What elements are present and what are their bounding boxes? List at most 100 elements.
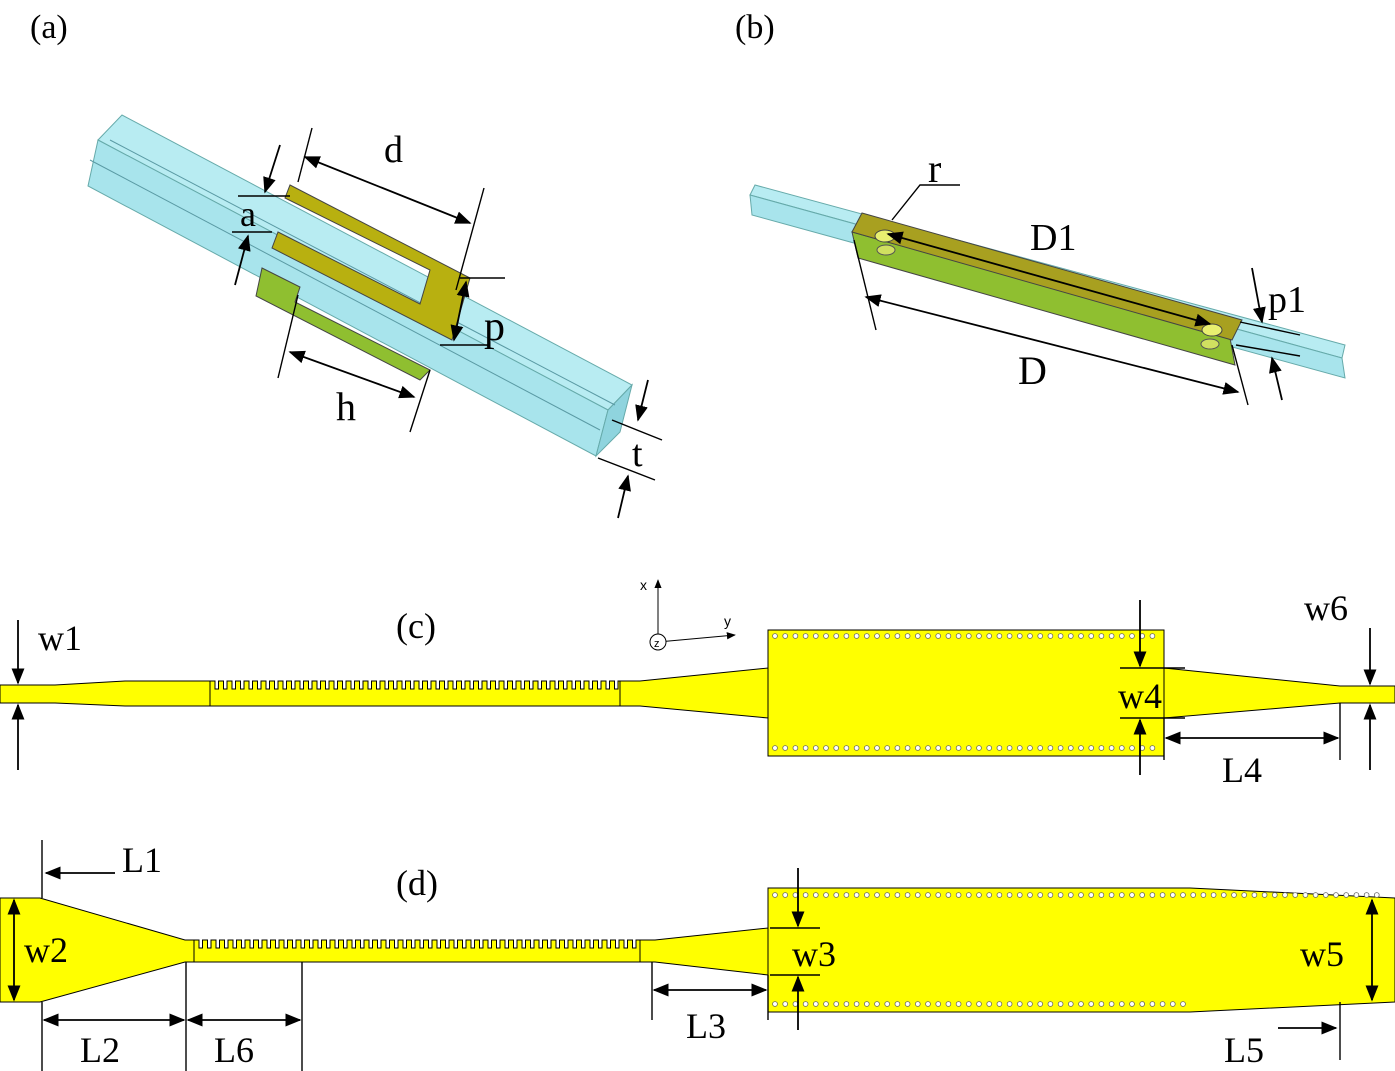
vias-c <box>772 633 1156 751</box>
axis-z-label: z <box>654 638 660 650</box>
via-hole <box>1006 892 1013 898</box>
via-hole <box>904 1001 911 1007</box>
via-hole <box>884 633 890 639</box>
via-hole <box>1037 892 1043 898</box>
via-hole <box>996 745 1003 751</box>
via-hole <box>1149 745 1156 751</box>
via-hole <box>1078 745 1084 751</box>
via-hole <box>904 633 911 639</box>
via-hole <box>945 745 952 751</box>
via-hole <box>812 633 819 639</box>
via-hole <box>945 1001 952 1007</box>
via-hole <box>996 1001 1003 1007</box>
via-hole <box>1098 633 1105 639</box>
via-hole <box>1343 892 1349 898</box>
via-hole <box>1159 892 1166 898</box>
panel-c: (c) x y z w1 w4 w6 <box>0 577 1395 790</box>
dim-r: r <box>928 146 941 191</box>
via-hole <box>1057 892 1064 898</box>
via-hole <box>853 892 860 898</box>
via-hole <box>843 892 850 898</box>
via-hole <box>925 892 931 898</box>
via-hole <box>884 892 890 898</box>
via-hole <box>1170 1001 1176 1007</box>
via-hole <box>925 633 931 639</box>
via-hole <box>1037 1001 1043 1007</box>
via-hole <box>1047 633 1054 639</box>
via-hole <box>904 745 911 751</box>
dim-t: t <box>632 433 643 475</box>
via-hole <box>1037 633 1043 639</box>
via-hole <box>935 745 941 751</box>
vias-d <box>772 892 1380 1007</box>
via-hole <box>914 745 921 751</box>
via-hole <box>1221 892 1227 898</box>
via-hole <box>823 892 829 898</box>
taper-right-c <box>1163 667 1395 719</box>
via-hole <box>1108 745 1115 751</box>
dim-L1: L1 <box>122 840 162 880</box>
via-hole <box>914 1001 921 1007</box>
via-hole <box>955 633 962 639</box>
via-hole <box>1006 745 1013 751</box>
via-hole <box>935 633 941 639</box>
via-hole <box>1272 892 1278 898</box>
via-hole <box>1119 633 1125 639</box>
via-hole <box>1078 1001 1084 1007</box>
via-hole <box>914 892 921 898</box>
dim-D1: D1 <box>1030 217 1076 259</box>
dim-p1: p1 <box>1268 279 1306 321</box>
via-hole <box>996 892 1003 898</box>
via-hole <box>1363 892 1370 898</box>
via-hole <box>772 1001 778 1007</box>
via-hole <box>1027 633 1033 639</box>
via-hole <box>1241 892 1247 898</box>
via-hole <box>894 745 901 751</box>
via-hole <box>1129 745 1135 751</box>
via-hole <box>1261 892 1268 898</box>
via-hole <box>894 633 901 639</box>
via-hole <box>1027 745 1033 751</box>
taper-c <box>619 667 769 719</box>
via-hole <box>1016 633 1023 639</box>
via-hole <box>1119 892 1125 898</box>
via-hole <box>1282 892 1288 898</box>
via-hole <box>1057 633 1064 639</box>
dim-w6: w6 <box>1304 588 1348 628</box>
via-hole <box>1006 633 1013 639</box>
dim-L2: L2 <box>80 1030 120 1070</box>
via-hole <box>1098 1001 1105 1007</box>
via-hole <box>782 745 788 751</box>
via-hole <box>772 892 778 898</box>
via-hole <box>833 745 839 751</box>
via-hole <box>945 633 952 639</box>
via-hole <box>1139 1001 1145 1007</box>
panel-d: (d) L1 w2 L2 L6 L3 w3 <box>0 840 1395 1071</box>
dim-L5: L5 <box>1224 1030 1264 1070</box>
via-hole <box>823 745 829 751</box>
via-hole <box>1119 745 1125 751</box>
via-hole <box>1047 1001 1054 1007</box>
via-hole <box>1149 633 1156 639</box>
via-hole <box>1374 892 1380 898</box>
via-hole <box>1098 745 1105 751</box>
via-hole <box>976 1001 982 1007</box>
via-hole <box>792 745 799 751</box>
feedline-c <box>0 680 211 707</box>
dim-L3: L3 <box>686 1006 726 1046</box>
via-hole <box>823 633 829 639</box>
via-hole <box>1333 892 1339 898</box>
via-hole <box>1129 892 1135 898</box>
via-hole <box>1139 892 1145 898</box>
via-hole <box>874 745 880 751</box>
via-hole <box>945 892 952 898</box>
via-hole <box>1068 633 1074 639</box>
via-hole <box>1251 892 1258 898</box>
via-hole <box>884 1001 890 1007</box>
via-hole <box>843 633 850 639</box>
via-hole <box>1088 1001 1094 1007</box>
via-hole <box>1190 892 1196 898</box>
dim-w3: w3 <box>792 934 836 974</box>
via-hole <box>1016 1001 1023 1007</box>
